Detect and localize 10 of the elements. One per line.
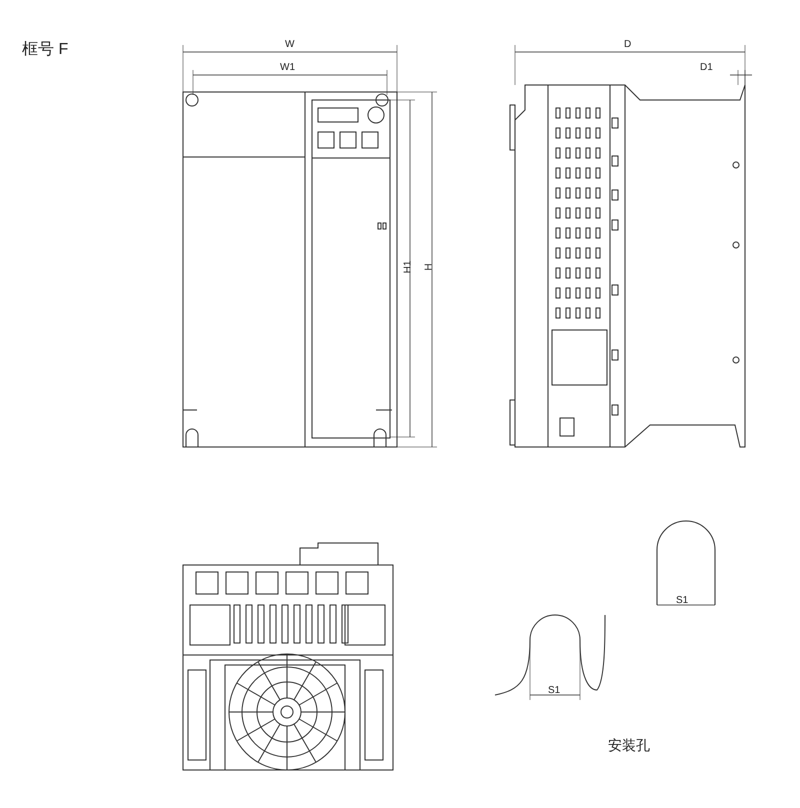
dimension-label: W (285, 40, 294, 50)
dimension-label: H (424, 263, 435, 271)
dimension-label: D1 (700, 63, 713, 73)
dimension-label: S1 (676, 596, 688, 606)
caption: 安装孔 (608, 738, 650, 752)
dimension-label: D (624, 40, 632, 50)
dimension-label: H1 (403, 260, 414, 274)
dimension-label: W1 (280, 63, 295, 73)
dimension-label: S1 (548, 686, 560, 696)
title: 框号 F (22, 42, 68, 58)
